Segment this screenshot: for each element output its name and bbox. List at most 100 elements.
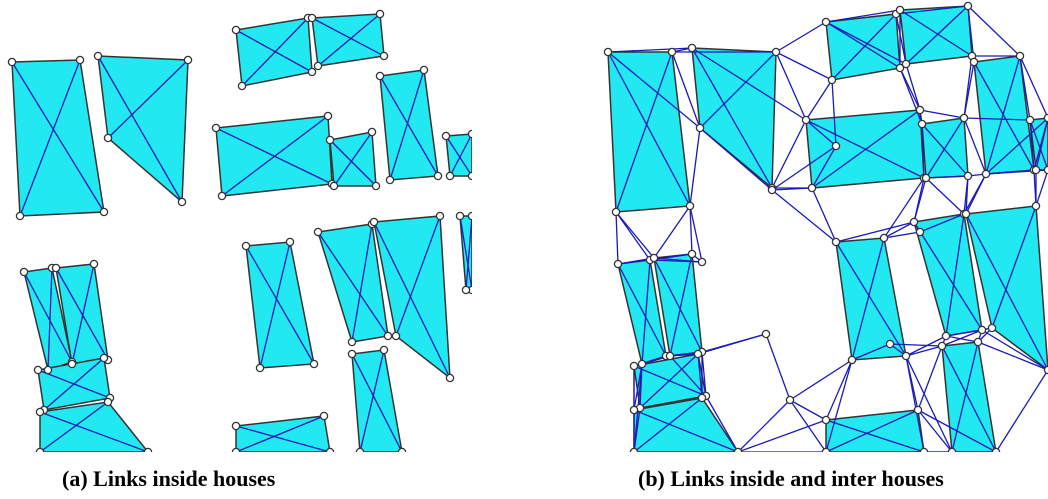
b-inter-house-link — [1019, 55, 1048, 119]
a-diagonal-link — [449, 133, 472, 177]
b-vertex — [687, 249, 697, 259]
b-vertex — [1043, 165, 1048, 175]
a-vertex — [391, 331, 401, 341]
b-inter-house-link — [789, 399, 827, 452]
b-inter-house-link — [671, 51, 701, 129]
a-vertex — [325, 447, 335, 452]
panel-b-diagram — [603, 1, 1048, 452]
a-vertex — [33, 365, 43, 375]
b-inter-house-link — [963, 117, 987, 175]
b-inter-house-link — [775, 21, 827, 53]
b-vertex — [693, 349, 703, 359]
a-diagonal-link — [245, 245, 315, 365]
b-diagonal-link — [973, 61, 1035, 171]
b-vertex — [603, 47, 613, 57]
a-vertex — [241, 241, 251, 251]
a-vertex — [383, 331, 393, 341]
b-vertex — [917, 119, 927, 129]
b-inter-house-link — [771, 119, 807, 189]
b-vertex — [761, 329, 771, 339]
b-inter-house-link — [805, 119, 837, 147]
b-diagonal-link — [825, 419, 925, 452]
b-vertex — [959, 113, 969, 123]
b-vertex — [915, 227, 925, 237]
b-inter-house-link — [941, 329, 983, 347]
b-inter-house-link — [699, 127, 773, 191]
b-diagonal-link — [831, 13, 897, 81]
b-vertex — [1025, 115, 1035, 125]
a-diagonal-link — [259, 241, 291, 369]
b-inter-house-link — [697, 333, 767, 355]
b-vertex — [1043, 365, 1048, 375]
a-vertex — [237, 81, 247, 91]
a-diagonal-link — [465, 215, 472, 291]
a-vertex — [255, 363, 265, 373]
b-vertex — [1015, 51, 1025, 61]
a-diagonal-link — [235, 425, 331, 452]
b-inter-house-link — [615, 211, 619, 265]
a-diagonal-link — [445, 135, 472, 177]
caption-b: (b) Links inside and inter houses — [638, 466, 944, 491]
a-vertex — [75, 55, 85, 65]
b-inter-house-link — [831, 79, 837, 147]
a-vertex — [93, 51, 103, 61]
b-inter-house-link — [653, 205, 691, 259]
a-vertex — [329, 181, 339, 191]
panel-b-links-inside-and-inter-houses — [590, 0, 1048, 452]
b-diagonal-link — [835, 241, 907, 357]
a-vertex — [355, 447, 365, 452]
b-inter-house-link — [905, 345, 943, 357]
a-vertex — [369, 217, 379, 227]
a-diagonal-link — [39, 401, 109, 452]
a-house — [39, 401, 149, 452]
b-inter-house-link — [615, 211, 655, 259]
b-inter-house-link — [995, 369, 1048, 452]
a-vertex — [89, 259, 99, 269]
panel-a-diagram — [7, 9, 472, 452]
b-diagonal-link — [633, 397, 703, 452]
a-diagonal-link — [39, 411, 149, 452]
a-vertex — [319, 411, 329, 421]
a-diagonal-link — [235, 29, 313, 73]
b-inter-house-link — [811, 145, 837, 189]
b-diagonal-link — [633, 409, 739, 452]
b-vertex — [807, 183, 817, 193]
b-inter-house-link — [691, 47, 807, 121]
b-vertex — [895, 63, 905, 73]
b-inter-house-link — [851, 343, 891, 361]
b-vertex — [821, 447, 831, 452]
b-diagonal-link — [925, 117, 965, 179]
a-vertex — [19, 267, 29, 277]
b-vertex — [771, 47, 781, 57]
b-vertex — [767, 185, 777, 195]
a-inside-links — [11, 13, 472, 452]
b-vertex — [913, 405, 923, 415]
b-vertex — [885, 339, 895, 349]
b-vertex — [665, 351, 675, 361]
b-inter-house-link — [789, 359, 853, 401]
a-vertex — [51, 263, 61, 273]
a-vertex — [99, 207, 109, 217]
a-house — [97, 55, 189, 204]
b-inter-house-link — [967, 5, 1021, 57]
a-diagonal-link — [11, 61, 105, 213]
b-vertex — [629, 361, 639, 371]
a-vertex — [231, 421, 241, 431]
b-diagonal-link — [699, 51, 777, 129]
a-vertex — [467, 171, 472, 181]
b-inter-house-link — [925, 177, 965, 215]
b-vertex — [937, 341, 947, 351]
b-inter-house-link — [825, 21, 907, 65]
b-inter-house-link — [701, 351, 707, 397]
a-vertex — [67, 359, 77, 369]
b-vertex — [1043, 113, 1048, 123]
b-vertex — [969, 57, 979, 67]
a-vertex — [367, 127, 377, 137]
a-vertex — [347, 337, 357, 347]
b-vertex — [613, 259, 623, 269]
b-vertex — [733, 447, 743, 452]
b-vertex — [1031, 165, 1041, 175]
a-diagonal-link — [19, 59, 81, 217]
a-diagonal-link — [351, 353, 403, 452]
b-inter-house-link — [775, 51, 807, 121]
